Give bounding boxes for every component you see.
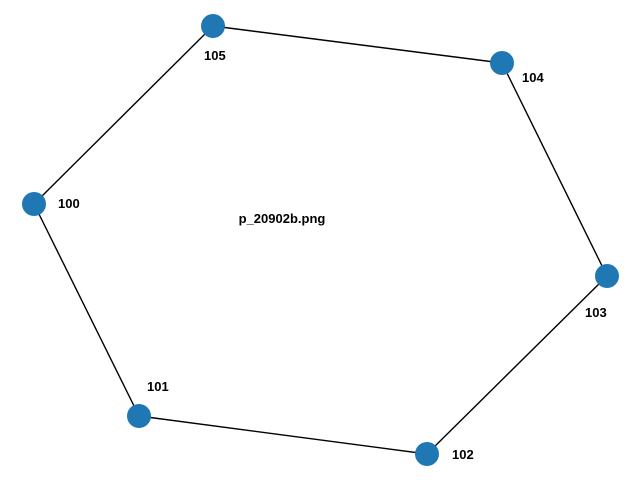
edges-layer [33,25,608,455]
edge-105-104 [212,25,503,64]
node-label-100: 100 [58,196,80,211]
edge-101-100 [33,203,140,417]
node-label-101: 101 [147,379,169,394]
node-103 [595,264,619,288]
edge-104-103 [501,62,608,277]
node-101 [127,404,151,428]
node-label-104: 104 [522,70,544,85]
node-104 [490,51,514,75]
node-label-102: 102 [452,447,474,462]
edge-103-102 [426,275,608,455]
node-100 [22,192,46,216]
edge-102-101 [138,415,428,455]
labels-layer: 100 101 102 103 104 105 [58,48,607,462]
node-label-105: 105 [204,48,226,63]
graph-caption: p_20902b.png [239,211,326,226]
node-102 [415,442,439,466]
nodes-layer [22,14,619,466]
node-label-103: 103 [585,305,607,320]
node-105 [201,14,225,38]
edge-100-105 [33,25,214,205]
